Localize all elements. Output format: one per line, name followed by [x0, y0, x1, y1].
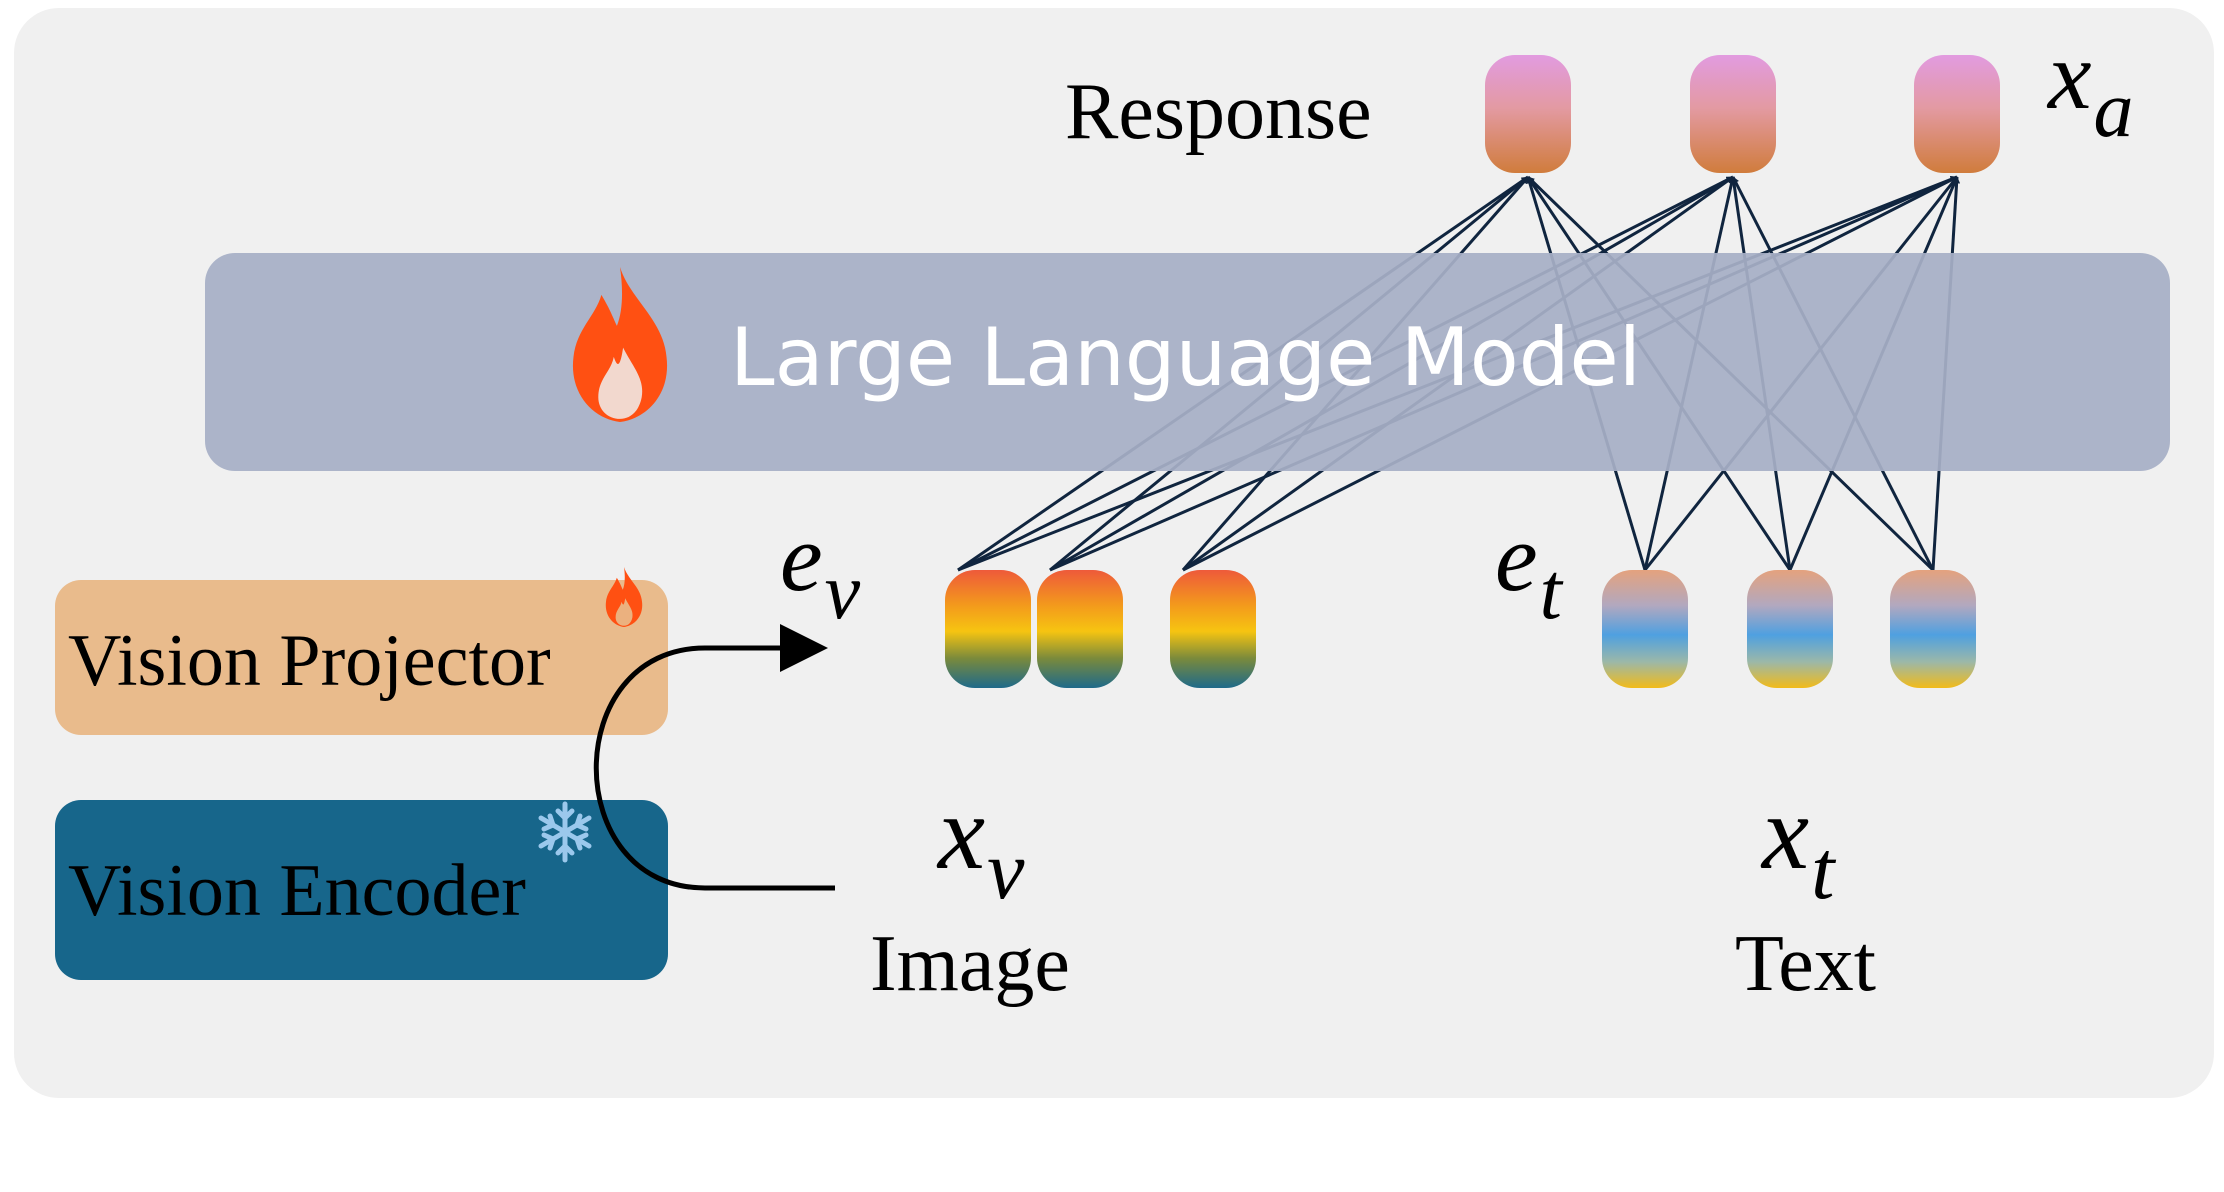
text-token — [1747, 570, 1833, 688]
visual-embed-sub: v — [825, 548, 861, 636]
text-embed-sub: t — [1540, 548, 1564, 636]
vision-projector-box — [55, 580, 668, 735]
text-label: Text — [1735, 920, 1876, 1008]
visual-embed-base: e — [780, 504, 823, 611]
image-to-projector-arrow — [593, 645, 835, 891]
vision-encoder-label: Vision Encoder — [68, 850, 526, 932]
visual-embed-symbol: ev — [780, 504, 861, 636]
visual-token-group — [945, 570, 1256, 688]
snowflake-icon — [538, 801, 592, 863]
answer-symbol-base: x — [2046, 22, 2092, 130]
arrow-head — [780, 624, 828, 672]
text-input-sub: t — [1811, 824, 1837, 917]
image-input-base: x — [936, 774, 985, 891]
answer-symbol-sub: a — [2094, 66, 2134, 154]
visual-token — [1037, 570, 1123, 688]
response-label: Response — [1065, 68, 1372, 156]
text-token — [1890, 570, 1976, 688]
image-input-symbol: xv — [936, 774, 1025, 917]
text-embed-symbol: et — [1495, 504, 1564, 636]
response-token — [1485, 55, 1571, 173]
text-embed-base: e — [1495, 504, 1538, 611]
response-token — [1914, 55, 2000, 173]
text-token-group — [1602, 570, 1976, 688]
llm-label: Large Language Model — [730, 311, 1641, 404]
image-input-sub: v — [987, 824, 1025, 917]
image-label: Image — [870, 920, 1070, 1008]
text-token — [1602, 570, 1688, 688]
vision-projector-label: Vision Projector — [68, 620, 551, 702]
vision-encoder-box — [55, 800, 668, 980]
answer-symbol: xa — [2046, 22, 2134, 154]
response-token — [1690, 55, 1776, 173]
flame-icon — [572, 267, 668, 422]
text-input-base: x — [1760, 774, 1809, 891]
visual-token — [1170, 570, 1256, 688]
llm-box — [205, 253, 2170, 471]
response-token-group — [1485, 55, 2000, 173]
visual-token — [945, 570, 1031, 688]
text-input-symbol: xt — [1760, 774, 1837, 917]
flame-icon — [605, 567, 643, 627]
